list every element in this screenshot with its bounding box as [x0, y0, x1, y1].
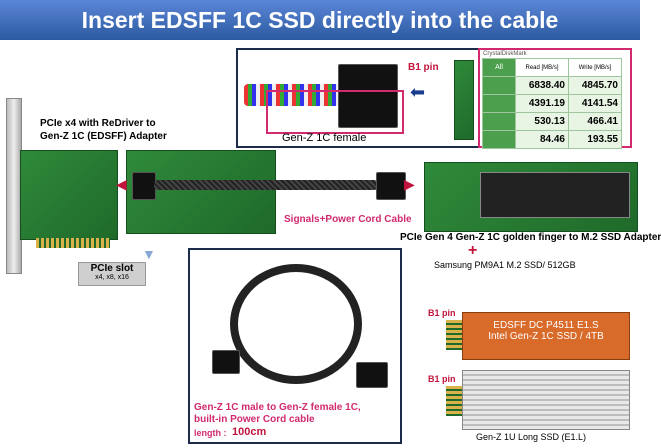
test-button-2[interactable]: [482, 94, 516, 113]
genz-female-connector: [338, 64, 398, 128]
pcie-adapter-board: [20, 150, 118, 240]
write-value: 4141.54: [568, 94, 622, 113]
length-value: 100cm: [232, 426, 267, 438]
m2-ssd: [480, 172, 630, 218]
pcie-slot-sub: x4, x8, x16: [95, 274, 129, 281]
genz-female-label: Gen-Z 1C female: [282, 132, 367, 144]
e1l-gold-fingers: [446, 386, 462, 416]
ribbon-wires: [244, 84, 340, 106]
cable-connector-left: [132, 172, 156, 200]
cable-desc-2: built-in Power Cord cable: [194, 414, 315, 425]
cable-photo: Gen-Z 1C male to Gen-Z female 1C, built-…: [188, 248, 402, 444]
adapter-label-1: PCIe x4 with ReDriver to: [40, 118, 156, 129]
cable-end-male: [212, 350, 240, 374]
write-value: 193.55: [568, 130, 622, 149]
read-value: 530.13: [515, 112, 569, 131]
benchmark-window: CrystalDiskMark All Read [MB/s] Write [M…: [478, 48, 632, 149]
genz-long-label: Gen-Z 1U Long SSD (E1.L): [476, 432, 587, 442]
read-value: 4391.19: [515, 94, 569, 113]
pcie-slot-text: PCIe slot: [90, 263, 134, 274]
cable-connector-right: [376, 172, 406, 200]
e1l-heatsink: [462, 370, 630, 430]
test-button-3[interactable]: [482, 112, 516, 131]
write-value: 466.41: [568, 112, 622, 131]
write-header: Write [MB/s]: [568, 58, 622, 77]
b1-pin-label: B1 pin: [428, 308, 456, 318]
read-value: 6838.40: [515, 76, 569, 95]
edsff-line-1: EDSFF DC P4511 E1.S: [493, 320, 599, 331]
m2-adapter-label: PCIe Gen 4 Gen-Z 1C golden finger to M.2…: [400, 232, 661, 243]
samsung-label: Samsung PM9A1 M.2 SSD/ 512GB: [434, 260, 576, 270]
e1s-gold-fingers: [446, 320, 462, 350]
read-header: Read [MB/s]: [515, 58, 569, 77]
signal-cable: [154, 180, 378, 190]
highlight-box: [266, 90, 404, 134]
pcie-slot-label: PCIe slot x4, x8, x16: [78, 262, 146, 286]
b1-pin-label: B1 pin: [428, 374, 456, 384]
connector-closeup: Gen-Z 1C female ⬅ B1 pin: [236, 48, 480, 148]
golden-finger-board: [454, 60, 474, 140]
page-title: Insert EDSFF 1C SSD directly into the ca…: [0, 0, 640, 40]
down-arrow-icon: ▼: [142, 246, 156, 262]
cable-desc-1: Gen-Z 1C male to Gen-Z female 1C,: [194, 402, 361, 413]
signals-cable-label: Signals+Power Cord Cable: [284, 214, 412, 225]
all-button[interactable]: All: [482, 58, 516, 77]
right-arrow-icon: ▶: [404, 176, 415, 192]
test-button-1[interactable]: [482, 76, 516, 95]
edsff-line-2: Intel Gen-Z 1C SSD / 4TB: [488, 331, 604, 342]
read-value: 84.46: [515, 130, 569, 149]
plus-icon: +: [468, 242, 478, 259]
length-label: length :: [194, 428, 227, 438]
write-value: 4845.70: [568, 76, 622, 95]
cable-end-female: [356, 362, 388, 388]
adapter-label-2: Gen-Z 1C (EDSFF) Adapter: [40, 131, 167, 142]
b1-pin-label: B1 pin: [408, 62, 439, 73]
arrow-left-blue-icon: ⬅: [410, 82, 426, 102]
coiled-cable: [230, 264, 362, 384]
pcie-gold-fingers: [36, 238, 110, 248]
test-button-4[interactable]: [482, 130, 516, 149]
edsff-e1s-drive: EDSFF DC P4511 E1.S Intel Gen-Z 1C SSD /…: [462, 312, 630, 360]
left-arrow-icon: ◀: [116, 176, 127, 192]
